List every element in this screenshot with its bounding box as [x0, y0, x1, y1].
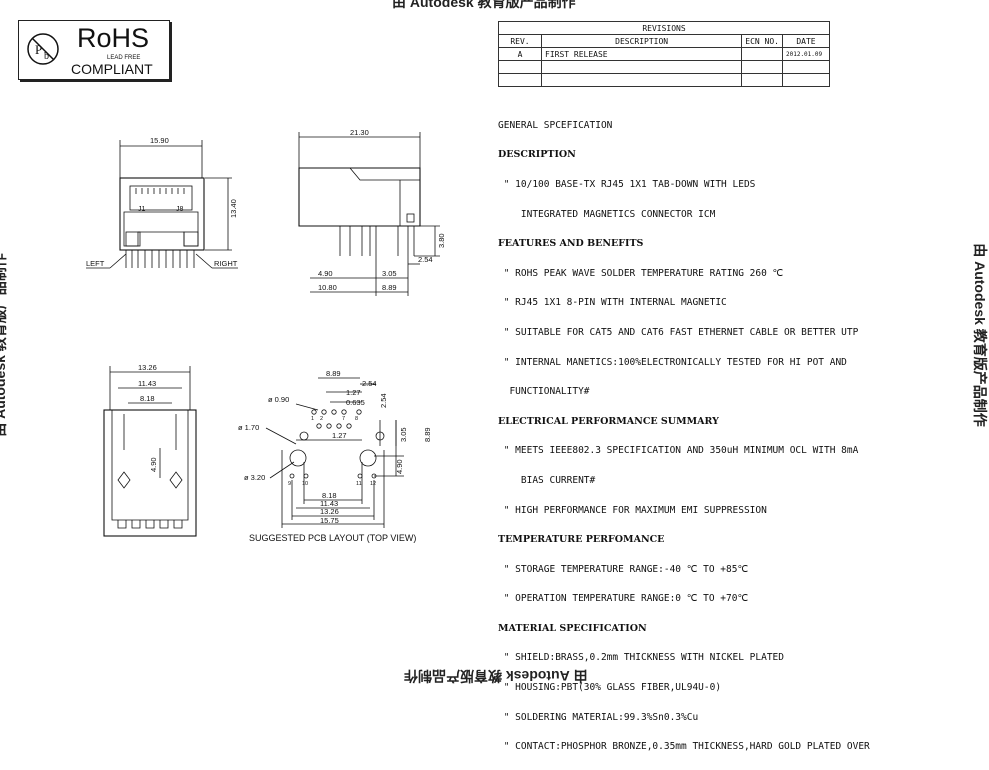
spec-line: " SUITABLE FOR CAT5 AND CAT6 FAST ETHERN… — [498, 326, 859, 338]
dim-pcb-3-05: 3.05 — [399, 427, 408, 442]
label-j1: J1 — [138, 206, 146, 213]
front-view — [86, 140, 238, 269]
revisions-table: REVISIONS REV. DESCRIPTION ECN NO. DATE … — [498, 21, 830, 87]
spec-heading: FEATURES AND BENEFITS — [498, 238, 644, 250]
pcb-layout — [265, 377, 404, 528]
table-row — [498, 73, 830, 87]
rohs-pb-icon: P b — [27, 33, 59, 65]
dim-side-length: 21.30 — [350, 128, 369, 137]
spec-line: " ROHS PEAK WAVE SOLDER TEMPERATURE RATI… — [498, 267, 784, 279]
pin-label: 7 — [342, 416, 345, 422]
dim-hole-3-20: ø 3.20 — [244, 473, 265, 482]
label-j8: J8 — [176, 206, 184, 213]
dim-bottom-11-43: 11.43 — [138, 379, 156, 388]
spec-line: INTEGRATED MAGNETICS CONNECTOR ICM — [498, 208, 716, 220]
spec-line: " HOUSING:PBT(30% GLASS FIBER,UL94U-0) — [498, 682, 722, 694]
pin-label: 10 — [302, 481, 308, 487]
svg-text:P: P — [35, 42, 42, 57]
pin-label: 11 — [356, 481, 362, 487]
spec-heading: DESCRIPTION — [498, 149, 576, 161]
dim-pcb-13-26: 13.26 — [320, 507, 339, 516]
pin-label: 9 — [288, 481, 291, 487]
dim-side-4-90: 4.90 — [318, 269, 333, 278]
rohs-compliant: COMPLIANT — [71, 61, 153, 77]
bottom-view — [103, 366, 197, 537]
dim-pin-length: 3.80 — [437, 233, 446, 248]
dim-side-8-89: 8.89 — [382, 283, 397, 292]
table-cell — [540, 73, 743, 87]
spec-line: FUNCTIONALITY# — [498, 386, 590, 398]
dim-pcb-4-90: 4.90 — [395, 459, 404, 474]
spec-line: " 10/100 BASE-TX RJ45 1X1 TAB-DOWN WITH … — [498, 178, 756, 190]
spec-line: " MEETS IEEE802.3 SPECIFICATION AND 350u… — [498, 445, 859, 457]
label-right: RIGHT — [214, 259, 238, 268]
table-row — [498, 60, 830, 74]
rohs-lead-free: LEAD FREE — [107, 55, 141, 61]
spec-line: " HIGH PERFORMANCE FOR MAXIMUM EMI SUPPR… — [498, 504, 767, 516]
label-left: LEFT — [86, 259, 105, 268]
spec-line: " SHIELD:BRASS,0.2mm THICKNESS WITH NICK… — [498, 652, 784, 664]
watermark-top: 由 Autodesk 教育版产品制作 — [392, 0, 576, 10]
pcb-caption: SUGGESTED PCB LAYOUT (TOP VIEW) — [249, 533, 416, 543]
spec-heading: MATERIAL SPECIFICATION — [498, 622, 647, 634]
dim-front-width: 15.90 — [150, 136, 169, 145]
pin-label: 12 — [370, 481, 376, 487]
dim-front-height: 13.40 — [229, 199, 238, 218]
dim-pcb-11-43: 11.43 — [320, 499, 338, 508]
dim-hole-1-70: ø 1.70 — [238, 423, 259, 432]
spec-line: " RJ45 1X1 8-PIN WITH INTERNAL MAGNETIC — [498, 297, 727, 309]
spec-line: " OPERATION TEMPERATURE RANGE:0 ℃ TO +70… — [498, 593, 749, 605]
spec-line: BIAS CURRENT# — [498, 474, 596, 486]
dim-side-3-05: 3.05 — [382, 269, 397, 278]
pin-label: 8 — [355, 416, 358, 422]
pin-label: 2 — [320, 416, 323, 422]
dim-side-10-80: 10.80 — [318, 283, 337, 292]
spec-line: " INTERNAL MANETICS:100%ELECTRONICALLY T… — [498, 356, 847, 368]
spec-heading: ELECTRICAL PERFORMANCE SUMMARY — [498, 415, 719, 427]
dim-side-2-54: 2.54 — [418, 255, 433, 264]
spec-line: " STORAGE TEMPERATURE RANGE:-40 ℃ TO +85… — [498, 563, 749, 575]
spec-line: " CONTACT:PHOSPHOR BRONZE,0.35mm THICKNE… — [498, 741, 870, 753]
spec-heading: TEMPERATURE PERFOMANCE — [498, 534, 665, 546]
dim-pcb-8-89-vertical: 8.89 — [423, 427, 432, 442]
dim-pcb-0-635: 0.635 — [346, 398, 365, 407]
spec-title: GENERAL SPCEFICATION — [498, 119, 613, 131]
side-view — [298, 132, 440, 296]
pin-label: 1 — [311, 416, 314, 422]
dim-pcb-1-27: 1.27 — [346, 388, 361, 397]
dim-bottom-4-90: 4.90 — [149, 457, 158, 472]
svg-text:b: b — [44, 51, 49, 62]
dim-pcb-8-89: 8.89 — [326, 369, 341, 378]
dim-pcb-15-75: 15.75 — [320, 516, 339, 525]
spec-line: " SOLDERING MATERIAL:99.3%Sn0.3%Cu — [498, 711, 699, 723]
dim-bottom-8-18: 8.18 — [140, 394, 155, 403]
rohs-title: RoHS — [77, 23, 150, 53]
dim-bottom-13-26: 13.26 — [138, 363, 157, 372]
dim-pcb-pitch: 1.27 — [332, 431, 347, 440]
table-cell — [782, 73, 830, 87]
rohs-badge: P b RoHS LEAD FREE COMPLIANT — [18, 20, 170, 80]
dim-hole-0-90: ø 0.90 — [268, 395, 289, 404]
dim-pcb-2-54-vertical: 2.54 — [379, 393, 388, 408]
dim-pcb-8-18: 8.18 — [322, 491, 337, 500]
technical-drawing: 15.90 13.40 J1 J8 LEFT RIGHT 21.30 3.80 … — [86, 128, 446, 543]
dim-pcb-2-54: 2.54 — [362, 379, 377, 388]
